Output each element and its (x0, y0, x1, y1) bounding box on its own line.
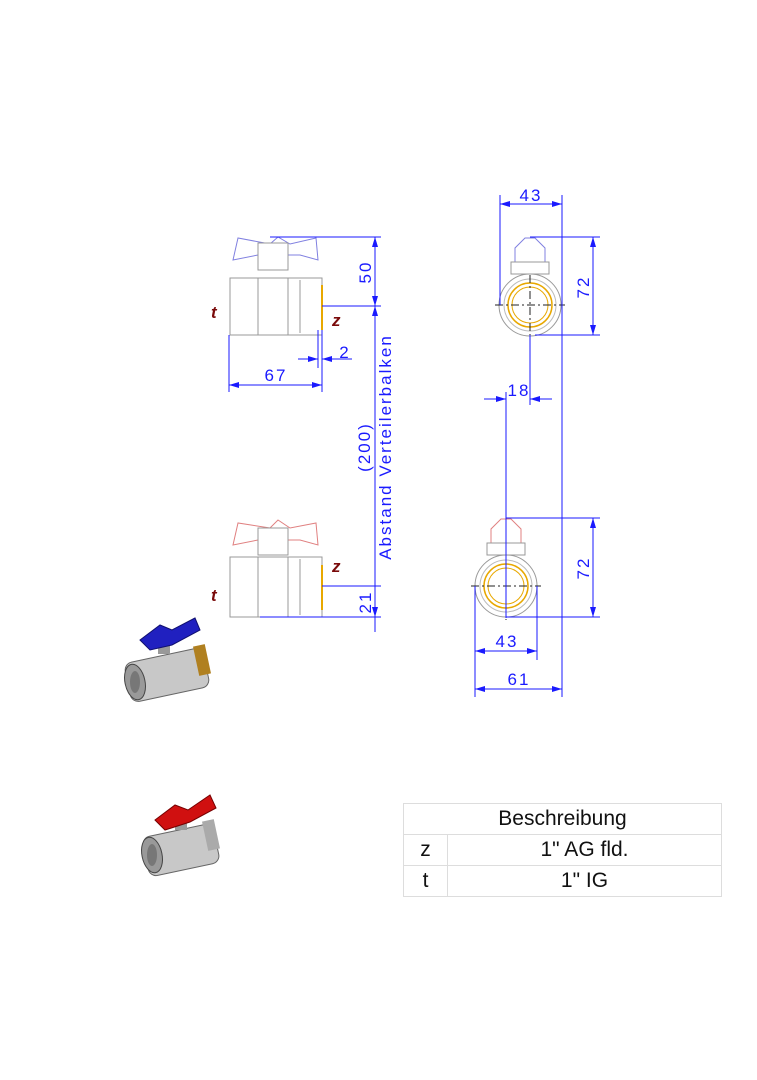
description-table: Beschreibung z 1" AG fld. t 1" IG (403, 803, 722, 897)
red-valve-photo (141, 794, 220, 877)
dim-43-bottom: 43 (496, 632, 519, 651)
row-key: z (403, 834, 448, 866)
front-view-dimensions (474, 195, 600, 697)
dim-spacing-label: Abstand Verteilerbalken (376, 334, 395, 560)
blue-valve-photo (124, 617, 211, 702)
dim-21: 21 (356, 591, 375, 614)
label-z-top: z (331, 311, 341, 330)
row-key: t (403, 865, 448, 897)
dim-18: 18 (508, 381, 531, 400)
dim-43-top: 43 (520, 186, 543, 205)
side-view-dimensions (228, 236, 381, 632)
dim-67: 67 (265, 366, 288, 385)
dim-72-top: 72 (574, 276, 593, 299)
row-value: 1" IG (447, 865, 722, 897)
table-row: z 1" AG fld. (403, 834, 722, 866)
label-t-top: t (211, 303, 218, 322)
label-z-bottom: z (331, 557, 341, 576)
dim-61: 61 (508, 670, 531, 689)
dim-50: 50 (356, 261, 375, 284)
table-row: t 1" IG (403, 865, 722, 897)
dim-200: (200) (355, 422, 374, 472)
label-t-bottom: t (211, 586, 218, 605)
dim-2: 2 (339, 343, 350, 362)
side-view-valve-bottom (229, 519, 323, 618)
table-header: Beschreibung (403, 803, 722, 835)
dim-72-bottom: 72 (574, 557, 593, 580)
front-view-valve-top (495, 237, 565, 340)
side-view-valve-top (229, 236, 323, 336)
row-value: 1" AG fld. (447, 834, 722, 866)
